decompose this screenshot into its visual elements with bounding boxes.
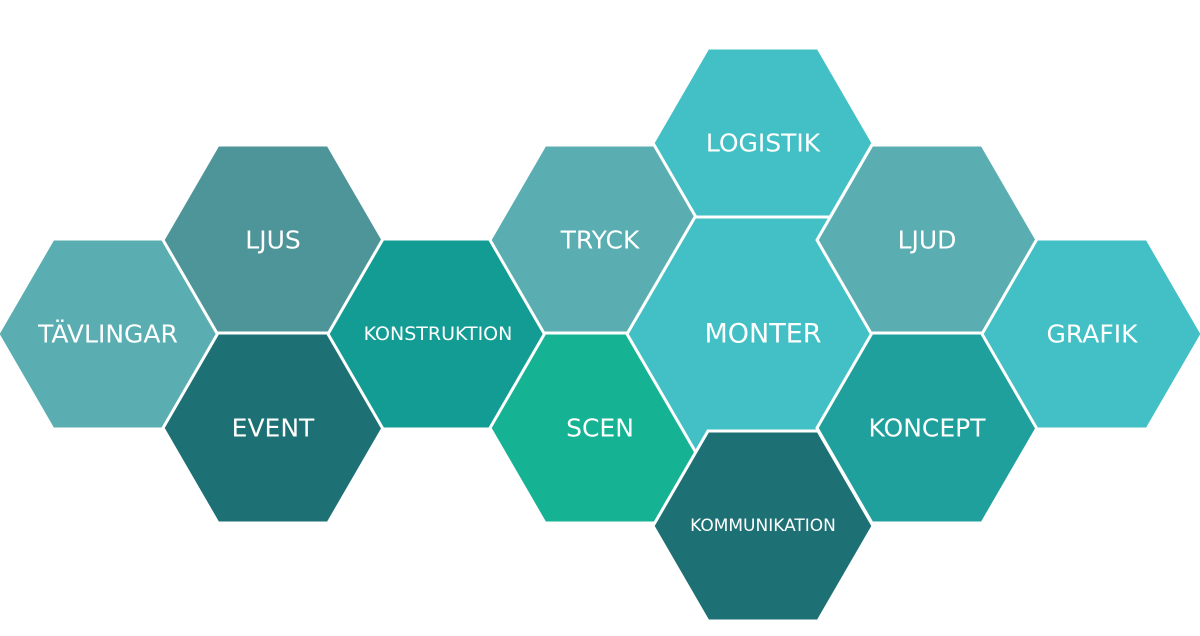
hexagon-group-ljus: LJUS — [161, 143, 385, 337]
hexagon-label-kommunikation: KOMMUNIKATION — [690, 516, 836, 536]
hexagon-label-event: EVENT — [232, 414, 315, 443]
hexagon-group-kommunikation: KOMMUNIKATION — [651, 429, 875, 623]
hexagon-label-tryck: TRYCK — [560, 226, 640, 255]
hexagon-label-konstruktion: KONSTRUKTION — [364, 323, 513, 345]
hexagon-group-grafik: GRAFIK — [980, 237, 1200, 431]
hexagon-group-logistik: LOGISTIK — [651, 46, 875, 240]
hexagon-label-grafik: GRAFIK — [1047, 320, 1139, 349]
hexagon-label-tavlingar: TÄVLINGAR — [37, 320, 178, 349]
hexagon-grafik — [980, 237, 1200, 431]
hexagon-label-ljus: LJUS — [245, 226, 300, 255]
hexagon-label-logistik: LOGISTIK — [706, 129, 821, 158]
hexagon-label-koncept: KONCEPT — [868, 414, 986, 443]
hexagon-label-scen: SCEN — [566, 414, 634, 443]
hexagon-group-konstruktion: KONSTRUKTION — [326, 237, 550, 431]
hexagon-label-monter: MONTER — [704, 319, 821, 350]
hexagon-kommunikation — [651, 429, 875, 623]
hexagon-label-ljud: LJUD — [898, 226, 957, 255]
